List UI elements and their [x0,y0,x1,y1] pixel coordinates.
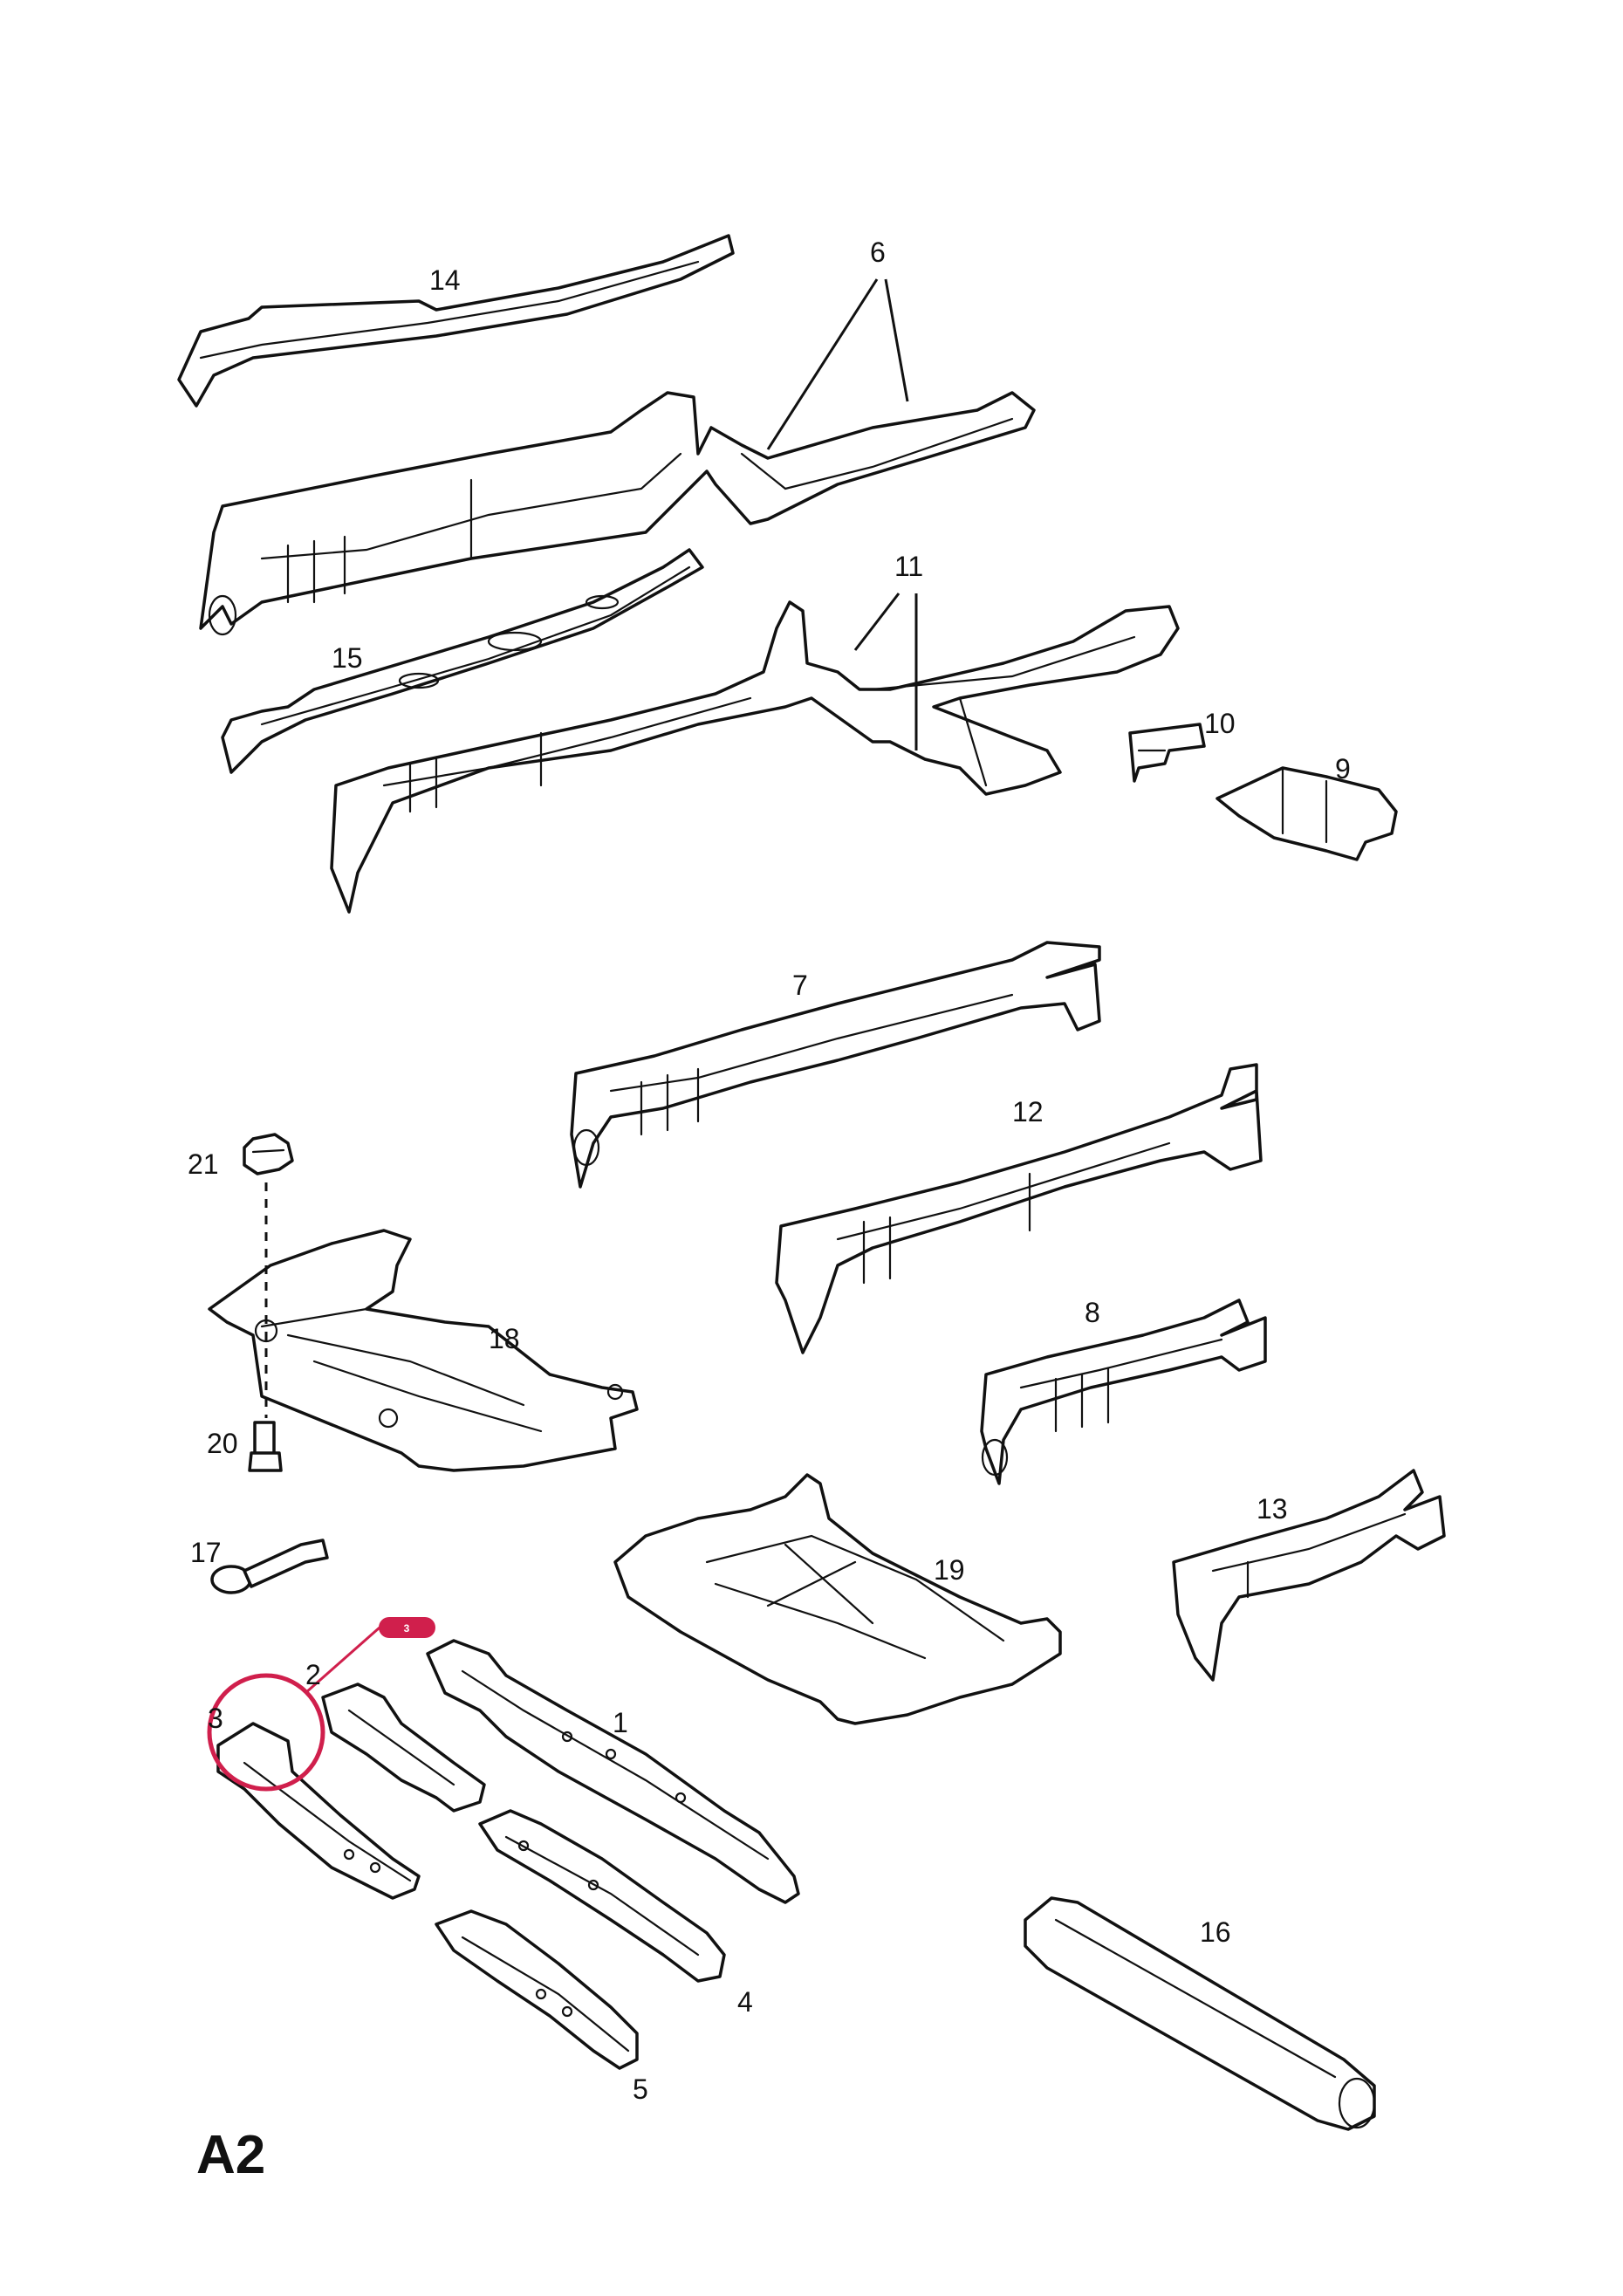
leader-lines [766,278,918,750]
part-14-rail[interactable] [177,234,735,408]
highlight-badge-text: 3 [404,1622,410,1635]
callout-15: 15 [332,642,363,674]
callout-20: 20 [207,1428,238,1459]
callout-3: 3 [208,1703,223,1734]
highlight-ring [207,1673,325,1792]
part-5-crossmember[interactable] [435,1909,639,2070]
part-19-underbody-panel[interactable] [613,1473,1062,1725]
part-6-side-member[interactable] [199,391,1036,636]
highlight-part-3[interactable]: 3 [207,1617,435,1792]
part-15-crossmember[interactable] [221,548,704,774]
callout-18: 18 [489,1323,520,1354]
part-10-bracket[interactable] [1128,723,1206,783]
part-17-tow-eye[interactable] [210,1539,329,1594]
callout-4: 4 [737,1986,753,2018]
part-1-crossmember[interactable] [426,1639,800,1904]
part-12-side-member[interactable] [775,1063,1263,1354]
page-label: A2 [196,2125,265,2185]
part-4-crossmember[interactable] [478,1809,726,1983]
part-18-tray[interactable] [208,1229,639,1472]
callout-2: 2 [305,1659,321,1690]
callout-9: 9 [1335,753,1351,785]
callout-11: 11 [894,551,923,582]
part-8-side-member[interactable] [980,1299,1267,1485]
part-21-clip[interactable] [243,1133,294,1175]
part-13-side-member[interactable] [1172,1469,1446,1682]
highlight-badge[interactable] [379,1617,435,1638]
callout-16: 16 [1200,1916,1231,1948]
part-11-side-member[interactable] [330,600,1180,914]
callout-17: 17 [190,1537,222,1568]
callout-1: 1 [613,1707,628,1738]
part-20-bolt[interactable] [248,1421,283,1472]
callout-5: 5 [633,2073,648,2105]
callout-6: 6 [870,236,886,268]
callout-19: 19 [934,1554,965,1586]
part-2-crossmember[interactable] [321,1683,486,1813]
callout-labels: 14 6 11 15 10 9 7 12 21 8 18 20 13 17 19… [188,236,1351,2105]
part-9-bracket[interactable] [1216,766,1398,861]
callout-10: 10 [1204,708,1236,739]
callout-7: 7 [792,970,808,1001]
callout-21: 21 [188,1148,219,1180]
part-16-tube[interactable] [1024,1896,1376,2131]
callout-8: 8 [1085,1297,1100,1328]
part-7-side-member[interactable] [570,941,1101,1189]
highlight-leader [305,1626,380,1695]
callout-13: 13 [1257,1493,1288,1525]
callout-12: 12 [1012,1096,1044,1127]
callout-14: 14 [429,264,461,296]
